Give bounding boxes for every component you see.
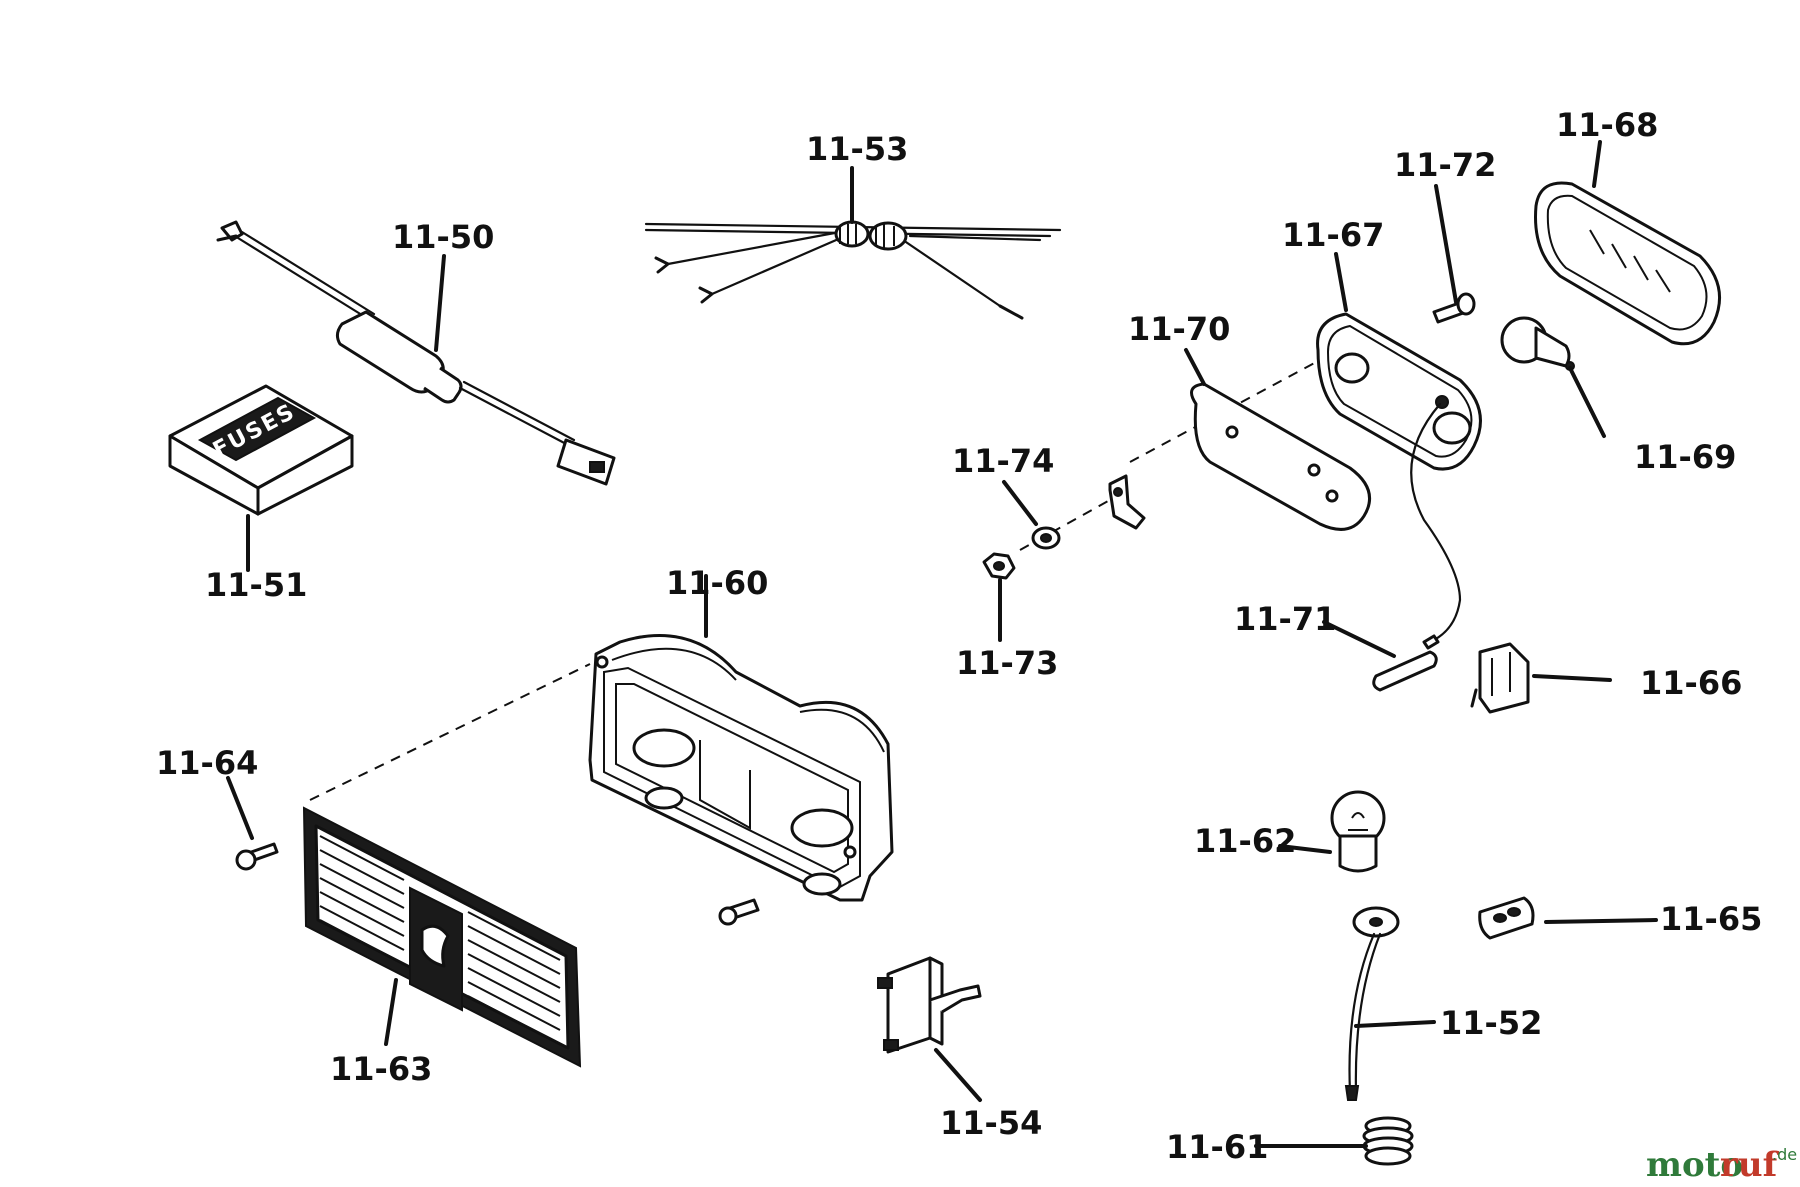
fuse-box: FUSES	[168, 384, 354, 516]
toggle-switch	[877, 956, 982, 1054]
label-11-70: 11-70	[1128, 310, 1230, 348]
part-labels: 11-50 11-51 11-53 11-60 11-64 11-63 11-5…	[156, 106, 1762, 1166]
headlight-bulb	[1330, 790, 1386, 873]
label-11-53: 11-53	[806, 130, 908, 168]
watermark-logo: moto ruf .de	[1646, 1145, 1797, 1185]
wire-plug	[1478, 896, 1535, 940]
taillight-bulb	[1500, 316, 1575, 371]
label-11-72: 11-72	[1394, 146, 1496, 184]
wire-connector-sleeve	[1372, 650, 1438, 692]
leader-lines	[226, 140, 1658, 1148]
label-11-61: 11-61	[1166, 1128, 1268, 1166]
svg-text:.de: .de	[1772, 1145, 1797, 1164]
fuse-holder-wire	[216, 220, 616, 486]
label-11-73: 11-73	[956, 644, 1058, 682]
label-11-67: 11-67	[1282, 216, 1384, 254]
label-11-66: 11-66	[1640, 664, 1742, 702]
assembly-line-grille	[309, 663, 591, 801]
headlight-housing	[588, 634, 894, 902]
label-11-63: 11-63	[330, 1050, 432, 1088]
label-11-62: 11-62	[1194, 822, 1296, 860]
lock-washer	[1031, 526, 1061, 550]
label-11-68: 11-68	[1556, 106, 1658, 144]
label-11-65: 11-65	[1660, 900, 1762, 938]
label-11-51: 11-51	[205, 566, 307, 604]
housing-screw	[718, 898, 760, 926]
headlight-grille	[302, 806, 582, 1068]
taillight-gasket	[1190, 382, 1372, 531]
grille-screw	[235, 842, 279, 871]
mounting-bracket	[1108, 474, 1146, 530]
lens-screw	[1432, 292, 1476, 324]
svg-text:ruf: ruf	[1720, 1145, 1780, 1185]
label-11-60: 11-60	[666, 564, 768, 602]
label-11-50: 11-50	[392, 218, 494, 256]
label-11-71: 11-71	[1234, 600, 1336, 638]
taillight-lens	[1534, 181, 1722, 346]
label-11-69: 11-69	[1634, 438, 1736, 476]
taillight-housing	[1316, 312, 1482, 650]
label-11-74: 11-74	[952, 442, 1054, 480]
label-11-54: 11-54	[940, 1104, 1042, 1142]
svg-text:moto: moto	[1646, 1145, 1743, 1185]
wire-clip	[1470, 642, 1530, 714]
hex-nut	[982, 552, 1016, 580]
bulb-spring	[1362, 1116, 1414, 1166]
wire-harness	[644, 220, 1062, 320]
label-11-64: 11-64	[156, 744, 258, 782]
socket-pigtail	[1344, 906, 1400, 1101]
label-11-52: 11-52	[1440, 1004, 1542, 1042]
